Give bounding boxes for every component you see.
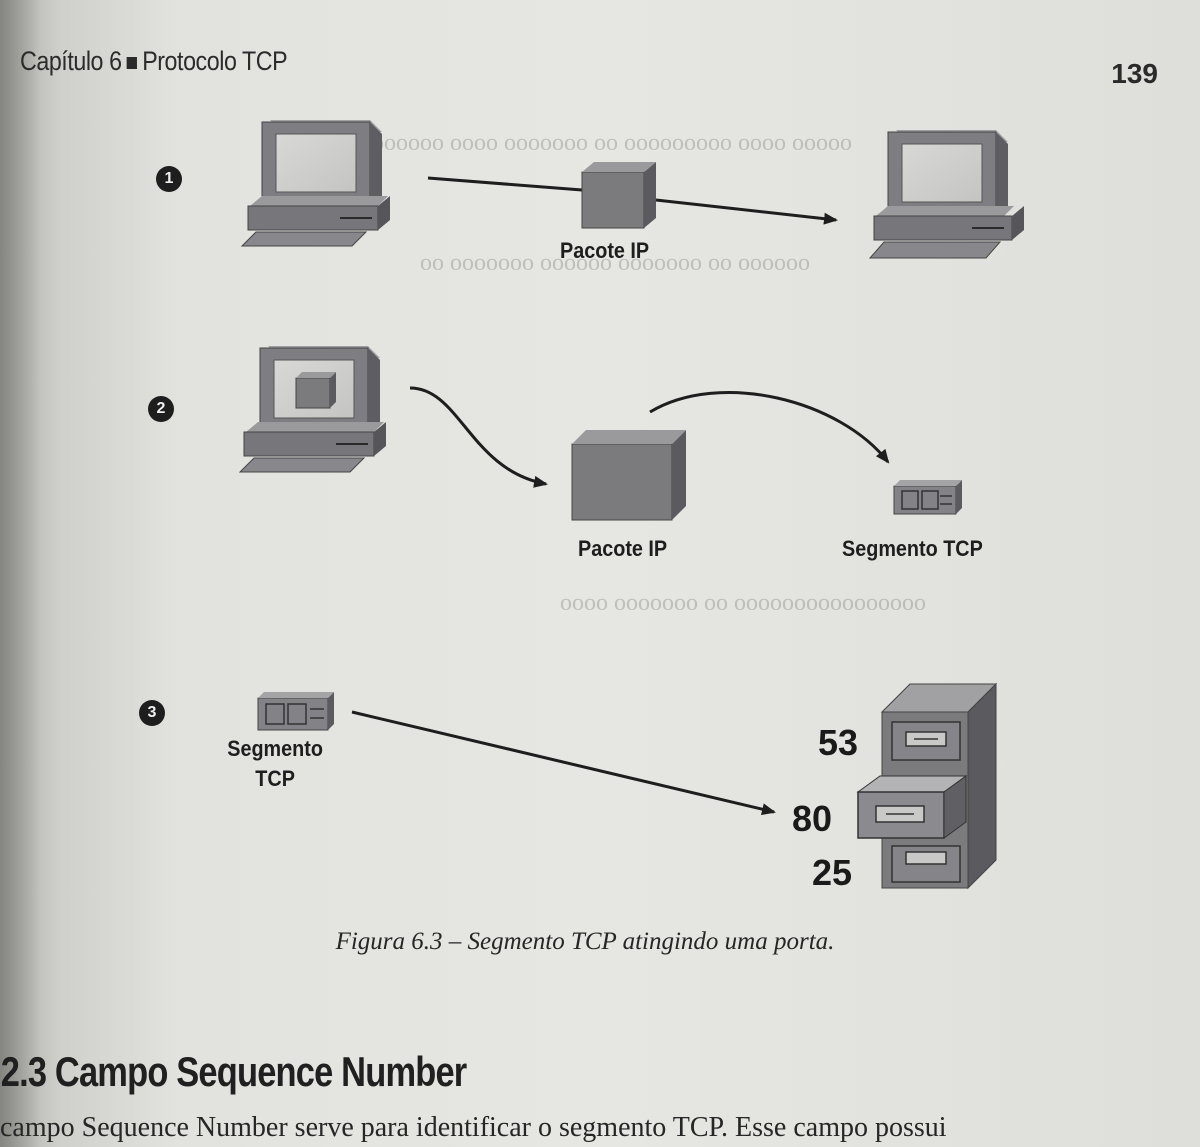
body-text-line: campo Sequence Number serve para identif… xyxy=(0,1112,947,1143)
ip-packet-label: Pacote IP xyxy=(560,238,650,263)
section-heading: .2.3 Campo Sequence Number xyxy=(0,1048,467,1095)
step-badge-1: 1 xyxy=(156,166,182,192)
page-number: 139 xyxy=(1111,58,1158,89)
step-badge-3: 3 xyxy=(139,700,165,726)
square-separator-icon xyxy=(126,56,138,69)
step-badge-2: 2 xyxy=(148,396,174,422)
computer-icon xyxy=(240,120,390,247)
tcp-segment-icon xyxy=(893,480,962,515)
port-number-53: 53 xyxy=(818,722,859,763)
chapter-title: Protocolo TCP xyxy=(142,46,288,76)
figure-caption: Figura 6.3 – Segmento TCP atingindo uma … xyxy=(335,928,835,955)
port-number-25: 25 xyxy=(812,852,853,893)
ip-packet-icon xyxy=(571,430,686,521)
ip-packet-icon xyxy=(581,162,656,229)
tcp-segment-label-line2: TCP xyxy=(255,766,295,791)
computer-icon xyxy=(238,346,386,473)
tcp-segment-icon xyxy=(257,692,334,731)
tcp-segment-label-line1: Segmento xyxy=(227,736,323,761)
filing-cabinet-icon xyxy=(856,682,998,890)
ip-packet-label: Pacote IP xyxy=(578,536,668,561)
computer-icon xyxy=(868,130,1024,259)
tcp-segment-label: Segmento TCP xyxy=(842,536,983,561)
port-number-80: 80 xyxy=(792,798,833,839)
spine-shadow xyxy=(0,0,40,1147)
chapter-label: Capítulo 6 xyxy=(20,46,122,76)
running-header: Capítulo 6 Protocolo TCP xyxy=(20,46,288,77)
